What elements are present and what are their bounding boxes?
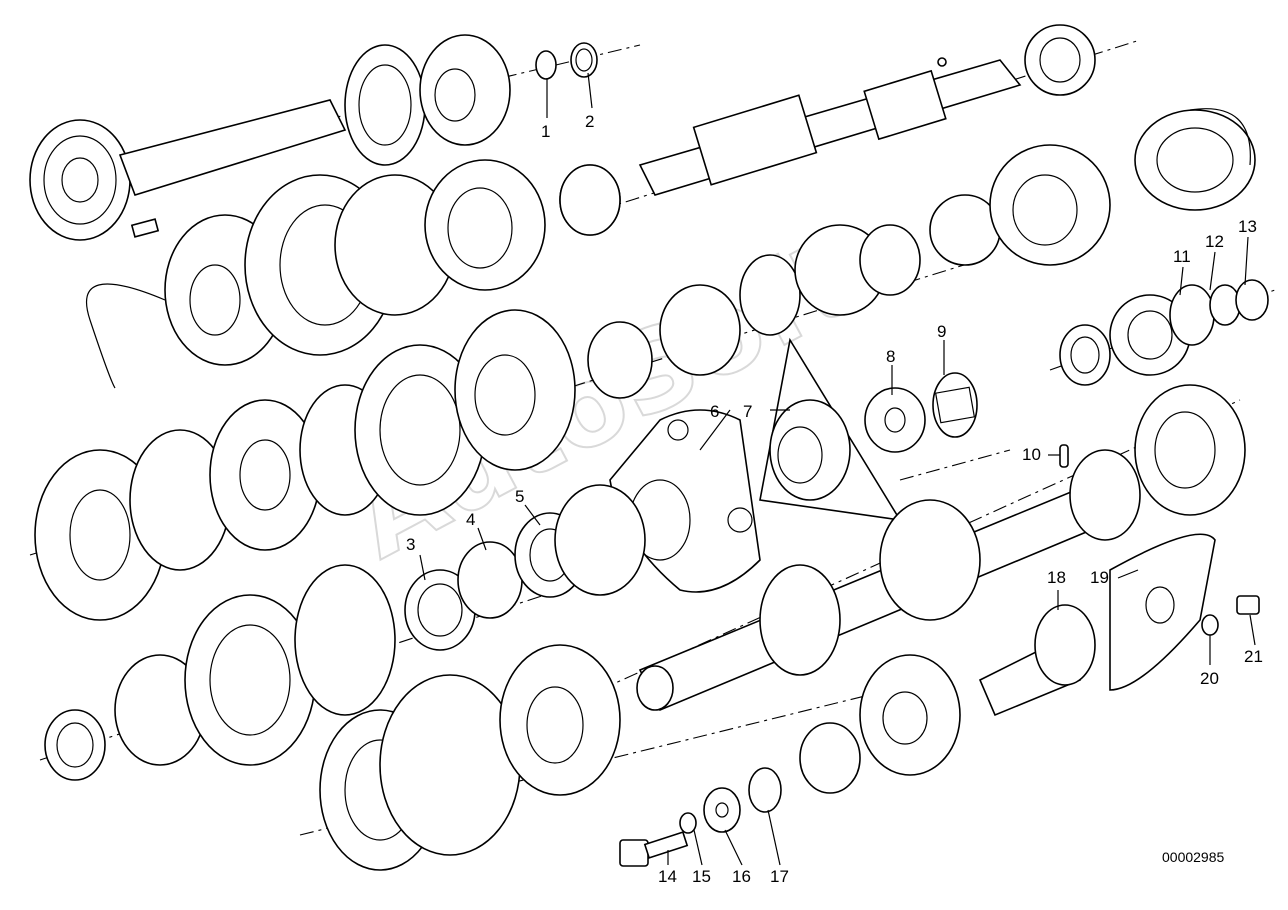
part-label-19: 19 xyxy=(1090,568,1109,587)
part-label-14: 14 xyxy=(658,867,677,886)
part-label-9: 9 xyxy=(937,322,946,341)
part-label-2: 2 xyxy=(585,112,594,131)
part-label-7: 7 xyxy=(743,402,752,421)
diagram-reference-number: 00002985 xyxy=(1162,849,1225,865)
countershaft-bearing-group xyxy=(1059,279,1269,468)
part-label-11: 11 xyxy=(1173,247,1191,266)
input-shaft-assembly xyxy=(29,34,598,241)
synchro-row xyxy=(85,144,1111,399)
reverse-gear-group xyxy=(44,484,646,871)
part-label-17: 17 xyxy=(770,867,789,886)
part-label-8: 8 xyxy=(886,347,895,366)
countershaft-assembly xyxy=(636,384,1246,712)
part-label-6: 6 xyxy=(710,402,719,421)
bearing-flange-group xyxy=(609,337,978,593)
part-label-16: 16 xyxy=(732,867,751,886)
part-label-18: 18 xyxy=(1047,568,1066,587)
part-label-21: 21 xyxy=(1244,647,1263,666)
part-label-15: 15 xyxy=(692,867,711,886)
part-label-13: 13 xyxy=(1238,217,1257,236)
part-label-20: 20 xyxy=(1200,669,1219,688)
leader-lines xyxy=(419,72,1256,866)
third-row xyxy=(34,309,576,621)
part-label-12: 12 xyxy=(1205,232,1224,251)
part-label-10: 10 xyxy=(1022,445,1041,464)
part-label-5: 5 xyxy=(515,487,524,506)
part-label-4: 4 xyxy=(466,510,475,529)
fastener-group xyxy=(619,533,1260,867)
part-label-1: 1 xyxy=(541,122,550,141)
callout-labels: 1 2 3 4 5 6 7 8 9 10 11 12 13 14 15 16 1… xyxy=(406,112,1263,886)
part-label-3: 3 xyxy=(406,535,415,554)
main-shaft-assembly xyxy=(559,24,1256,236)
